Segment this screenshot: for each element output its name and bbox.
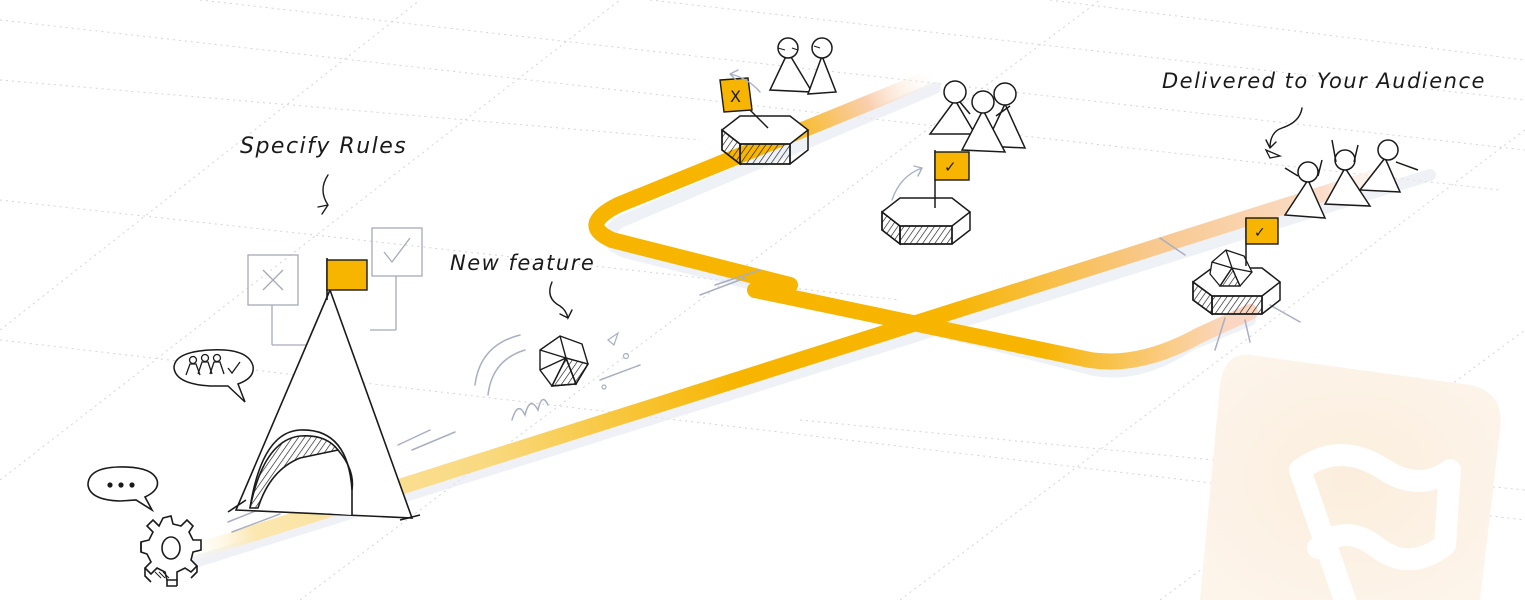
hexagon-platform-icon (880, 197, 972, 246)
flag-approved: ✓ (934, 150, 970, 208)
tent-gateway-icon (227, 262, 421, 521)
arrow-delivered (1265, 107, 1303, 149)
flag-logo-watermark (1200, 354, 1501, 600)
gear-icon (140, 515, 202, 587)
flag-icon (326, 258, 368, 300)
speech-bubble-dots-icon (87, 466, 159, 513)
checkbox-x-icon (247, 254, 299, 306)
road-branch-lower (747, 282, 1258, 370)
arrow-new-feature (549, 281, 573, 321)
hexagon-platform-icon (720, 115, 810, 166)
polyhedron-feature-icon (539, 335, 590, 387)
speech-bubble-people-icon (173, 349, 254, 403)
arrow-rejected (729, 69, 761, 93)
stick-people-icon (1283, 139, 1419, 219)
svg-text:✓: ✓ (1254, 225, 1266, 241)
label-delivered: Delivered to Your Audience (1162, 69, 1486, 93)
road-branch-upper (588, 70, 938, 293)
svg-text:X: X (730, 87, 741, 106)
arrow-approved (891, 165, 923, 201)
label-specify-rules: Specify Rules (240, 134, 407, 159)
flag-rejected: X (719, 77, 769, 129)
stick-people-icon (768, 37, 838, 95)
label-new-feature: New feature (450, 251, 595, 275)
motion-lines (227, 237, 1301, 533)
polyhedron-feature-icon (1209, 249, 1253, 287)
svg-text:✓: ✓ (944, 158, 957, 176)
checkbox-check-icon (371, 227, 423, 277)
arrow-specify-rules (317, 174, 329, 215)
flag-delivered: ✓ (1245, 217, 1279, 266)
stick-people-icon (928, 80, 1027, 153)
